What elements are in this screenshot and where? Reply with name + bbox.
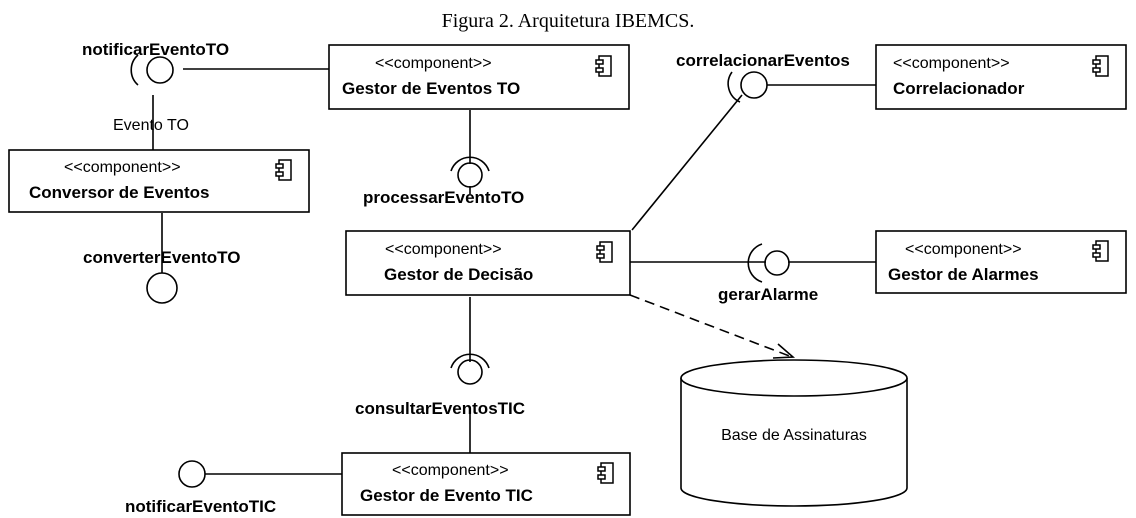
component-icon <box>597 462 614 484</box>
component-gestor-alarmes: <<component>> Gestor de Alarmes <box>875 230 1127 294</box>
consultar-eventos-tic-interface: consultarEventosTIC <box>355 353 525 418</box>
component-name: Gestor de Evento TIC <box>360 486 533 505</box>
notificar-evento-to-interface: notificarEventoTO <box>82 40 229 86</box>
converter-evento-to-interface: converterEventoTO <box>83 248 240 304</box>
notificar-evento-tic-label: notificarEventoTIC <box>125 497 276 516</box>
stereotype-label: <<component>> <box>392 462 509 479</box>
database-base-assinaturas: Base de Assinaturas <box>680 359 908 507</box>
stereotype-label: <<component>> <box>64 159 181 176</box>
stereotype-label: <<component>> <box>385 241 502 258</box>
evento-to-label: Evento TO <box>113 117 189 134</box>
stereotype-label: <<component>> <box>893 55 1010 72</box>
converter-evento-to-label: converterEventoTO <box>83 248 240 267</box>
component-icon <box>1092 240 1109 262</box>
component-icon <box>275 159 292 181</box>
component-gestor-decisao: <<component>> Gestor de Decisão <box>345 230 631 296</box>
correlacionar-eventos-label: correlacionarEventos <box>676 51 850 70</box>
stereotype-label: <<component>> <box>375 55 492 72</box>
notificar-evento-to-label: notificarEventoTO <box>82 40 229 59</box>
processar-evento-to-interface: processarEventoTO <box>363 156 524 207</box>
component-gestor-evento-tic: <<component>> Gestor de Evento TIC <box>341 452 631 516</box>
connectors <box>152 68 876 475</box>
figure-caption: Figura 2. Arquitetura IBEMCS. <box>442 10 695 32</box>
component-name: Gestor de Decisão <box>384 265 533 284</box>
component-name: Correlacionador <box>893 79 1025 98</box>
component-name: Gestor de Eventos TO <box>342 79 520 98</box>
stereotype-label: <<component>> <box>905 241 1022 258</box>
component-icon <box>595 55 612 77</box>
consultar-eventos-tic-label: consultarEventosTIC <box>355 399 525 418</box>
component-gestor-eventos-to: <<component>> Gestor de Eventos TO <box>328 44 630 110</box>
component-icon <box>1092 55 1109 77</box>
component-correlacionador: <<component>> Correlacionador <box>875 44 1127 110</box>
gerar-alarme-interface: gerarAlarme <box>718 243 818 304</box>
notificar-evento-tic-interface: notificarEventoTIC <box>125 460 276 516</box>
processar-evento-to-label: processarEventoTO <box>363 188 524 207</box>
component-icon <box>596 241 613 263</box>
gerar-alarme-label: gerarAlarme <box>718 285 818 304</box>
component-name: Gestor de Alarmes <box>888 265 1039 284</box>
correlacionar-eventos-interface: correlacionarEventos <box>676 51 850 103</box>
component-name: Conversor de Eventos <box>29 183 209 202</box>
component-conversor-eventos: <<component>> Conversor de Eventos <box>8 149 310 213</box>
database-label: Base de Assinaturas <box>721 427 867 444</box>
